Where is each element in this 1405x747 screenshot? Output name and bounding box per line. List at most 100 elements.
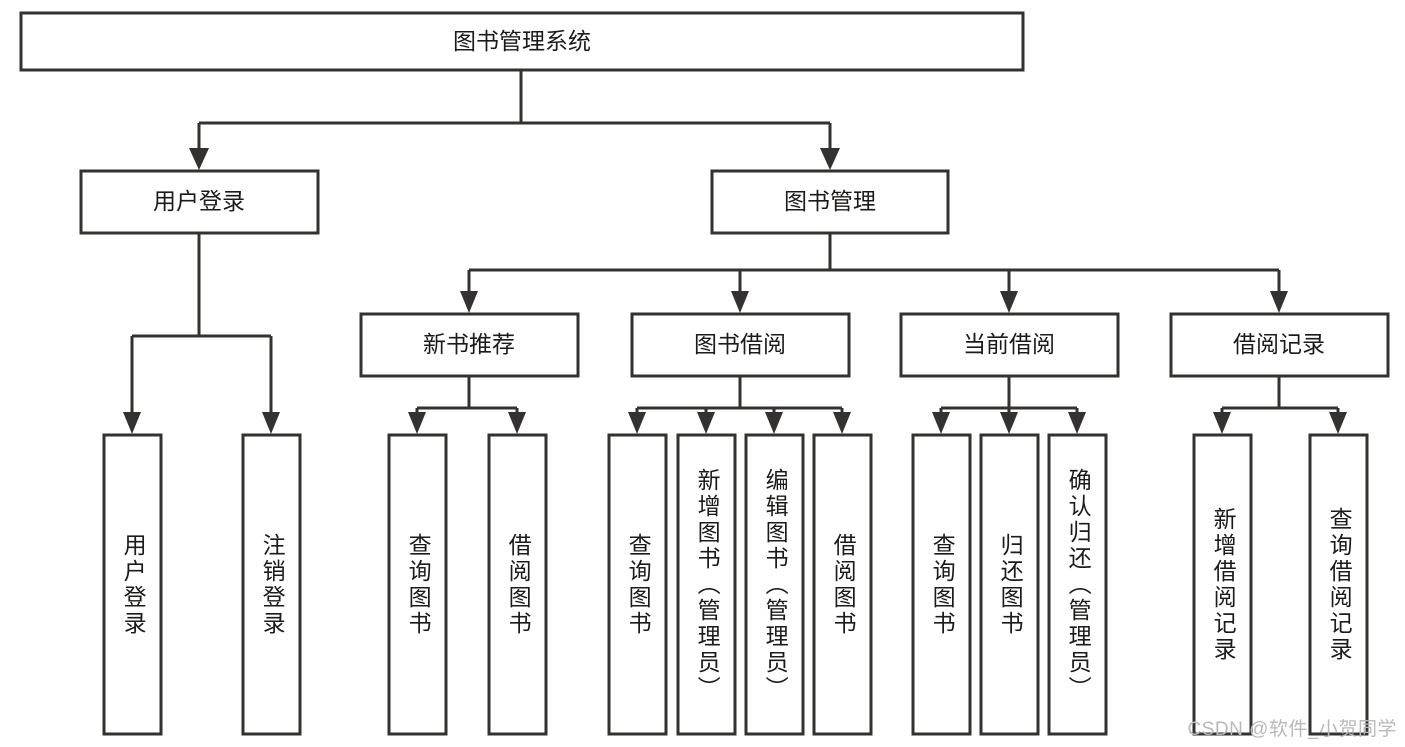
leaf-add-record-box[interactable] bbox=[1192, 433, 1253, 736]
leaf-logout-login-label: 注销登录 bbox=[259, 532, 286, 637]
leaf-confirm-return-box[interactable] bbox=[1047, 433, 1108, 736]
node-book-borrow-label: 图书借阅 bbox=[694, 331, 786, 357]
node-current-borrow-box[interactable] bbox=[899, 312, 1120, 378]
leaf-query-record[interactable]: 查询借阅记录 bbox=[1308, 433, 1369, 736]
node-new-book-recommend[interactable]: 新书推荐 bbox=[359, 312, 580, 378]
leaf-return-book[interactable]: 归还图书 bbox=[979, 433, 1040, 736]
node-user-login-box[interactable] bbox=[79, 169, 320, 235]
arrow-head-leaf-user-login bbox=[123, 412, 141, 434]
node-root-title-label: 图书管理系统 bbox=[453, 28, 591, 54]
arrow-head-leaf-add-book bbox=[697, 412, 715, 434]
leaf-query-book-2-label-wrap: 查询图书 bbox=[625, 532, 652, 637]
connector-group-new-book-recommend bbox=[408, 376, 526, 434]
arrow-head-new-book-recommend bbox=[460, 291, 478, 313]
arrow-head-leaf-add-record bbox=[1213, 412, 1231, 434]
node-root-title-box[interactable] bbox=[19, 11, 1025, 72]
connector-group-current-borrow bbox=[932, 376, 1086, 434]
leaf-edit-book-label: 编辑图书（管理员） bbox=[762, 467, 789, 702]
node-book-borrow-box[interactable] bbox=[630, 312, 851, 378]
arrow-head-leaf-logout-login bbox=[262, 412, 280, 434]
leaf-borrow-book-2-label-wrap: 借阅图书 bbox=[830, 532, 857, 637]
arrow-head-book-borrow bbox=[731, 291, 749, 313]
leaf-logout-login[interactable]: 注销登录 bbox=[241, 433, 302, 736]
leaf-confirm-return[interactable]: 确认归还（管理员） bbox=[1047, 433, 1108, 736]
node-book-management[interactable]: 图书管理 bbox=[710, 169, 950, 235]
node-book-management-label: 图书管理 bbox=[784, 188, 876, 214]
leaf-query-book-1-box[interactable] bbox=[387, 433, 448, 736]
leaf-borrow-book-2-label: 借阅图书 bbox=[830, 532, 857, 637]
leaf-add-book-box[interactable] bbox=[676, 433, 737, 736]
arrow-head-leaf-query-book-2 bbox=[628, 412, 646, 434]
node-current-borrow[interactable]: 当前借阅 bbox=[899, 312, 1120, 378]
node-root-title[interactable]: 图书管理系统 bbox=[19, 11, 1025, 72]
leaf-logout-login-label-wrap: 注销登录 bbox=[259, 532, 286, 637]
leaf-query-book-2-box[interactable] bbox=[607, 433, 668, 736]
node-borrow-record-box[interactable] bbox=[1169, 312, 1390, 378]
connector-group-book-borrow bbox=[628, 376, 851, 434]
leaf-query-book-1-label-wrap: 查询图书 bbox=[405, 532, 432, 637]
leaf-user-login-label-wrap: 用户登录 bbox=[120, 532, 147, 637]
leaf-edit-book-box[interactable] bbox=[744, 433, 805, 736]
leaf-query-book-2[interactable]: 查询图书 bbox=[607, 433, 668, 736]
leaf-user-login[interactable]: 用户登录 bbox=[102, 433, 163, 736]
node-new-book-recommend-box[interactable] bbox=[359, 312, 580, 378]
leaf-query-book-3-label-wrap: 查询图书 bbox=[929, 532, 956, 637]
leaf-query-record-label: 查询借阅记录 bbox=[1326, 506, 1353, 663]
node-new-book-recommend-label: 新书推荐 bbox=[423, 331, 515, 357]
leaf-query-book-3-box[interactable] bbox=[911, 433, 972, 736]
leaf-logout-login-box[interactable] bbox=[241, 433, 302, 736]
leaf-add-book-label: 新增图书（管理员） bbox=[694, 467, 721, 702]
arrow-head-borrow-record bbox=[1270, 291, 1288, 313]
node-user-login-label: 用户登录 bbox=[153, 188, 245, 214]
leaf-edit-book-label-wrap: 编辑图书（管理员） bbox=[762, 467, 789, 702]
leaf-query-book-3[interactable]: 查询图书 bbox=[911, 433, 972, 736]
leaf-add-book-label-wrap: 新增图书（管理员） bbox=[694, 467, 721, 702]
leaf-query-book-3-label: 查询图书 bbox=[929, 532, 956, 637]
leaf-add-record-label-wrap: 新增借阅记录 bbox=[1210, 506, 1237, 663]
connector-group-root bbox=[189, 70, 840, 170]
leaf-query-record-box[interactable] bbox=[1308, 433, 1369, 736]
leaf-confirm-return-label: 确认归还（管理员） bbox=[1065, 467, 1092, 702]
leaf-add-record-label: 新增借阅记录 bbox=[1210, 506, 1237, 663]
leaf-query-book-1-label: 查询图书 bbox=[405, 532, 432, 637]
leaf-add-book[interactable]: 新增图书（管理员） bbox=[676, 433, 737, 736]
leaf-add-record[interactable]: 新增借阅记录 bbox=[1192, 433, 1253, 736]
leaf-return-book-box[interactable] bbox=[979, 433, 1040, 736]
leaf-return-book-label: 归还图书 bbox=[997, 532, 1024, 637]
leaf-borrow-book-2-box[interactable] bbox=[812, 433, 873, 736]
node-current-borrow-label: 当前借阅 bbox=[963, 331, 1055, 357]
leaf-borrow-book-1-box[interactable] bbox=[487, 433, 548, 736]
node-book-management-box[interactable] bbox=[710, 169, 950, 235]
arrow-head-leaf-edit-book bbox=[765, 412, 783, 434]
arrow-head-book-management bbox=[820, 148, 840, 170]
leaf-user-login-label: 用户登录 bbox=[120, 532, 147, 637]
connector-group-user-login bbox=[123, 233, 280, 434]
leaf-borrow-book-1-label: 借阅图书 bbox=[505, 532, 532, 637]
node-user-login[interactable]: 用户登录 bbox=[79, 169, 320, 235]
leaf-return-book-label-wrap: 归还图书 bbox=[997, 532, 1024, 637]
leaf-confirm-return-label-wrap: 确认归还（管理员） bbox=[1065, 467, 1092, 702]
leaf-query-book-2-label: 查询图书 bbox=[625, 532, 652, 637]
arrow-head-leaf-confirm-return bbox=[1068, 412, 1086, 434]
node-borrow-record-label: 借阅记录 bbox=[1233, 331, 1325, 357]
arrow-head-leaf-borrow-book-1 bbox=[508, 412, 526, 434]
leaf-borrow-book-2[interactable]: 借阅图书 bbox=[812, 433, 873, 736]
leaf-query-record-label-wrap: 查询借阅记录 bbox=[1326, 506, 1353, 663]
leaf-edit-book[interactable]: 编辑图书（管理员） bbox=[744, 433, 805, 736]
arrow-head-leaf-query-book-3 bbox=[932, 412, 950, 434]
arrow-head-leaf-query-record bbox=[1329, 412, 1347, 434]
leaf-borrow-book-1[interactable]: 借阅图书 bbox=[487, 433, 548, 736]
connector-group-borrow-record bbox=[1213, 376, 1347, 434]
arrow-head-current-borrow bbox=[1000, 291, 1018, 313]
arrow-head-leaf-borrow-book-2 bbox=[833, 412, 851, 434]
arrow-head-leaf-return-book bbox=[1000, 412, 1018, 434]
leaf-query-book-1[interactable]: 查询图书 bbox=[387, 433, 448, 736]
leaf-borrow-book-1-label-wrap: 借阅图书 bbox=[505, 532, 532, 637]
connector-group-book-management bbox=[460, 233, 1288, 313]
node-borrow-record[interactable]: 借阅记录 bbox=[1169, 312, 1390, 378]
leaf-user-login-box[interactable] bbox=[102, 433, 163, 736]
node-book-borrow[interactable]: 图书借阅 bbox=[630, 312, 851, 378]
arrow-head-user-login bbox=[189, 148, 209, 170]
